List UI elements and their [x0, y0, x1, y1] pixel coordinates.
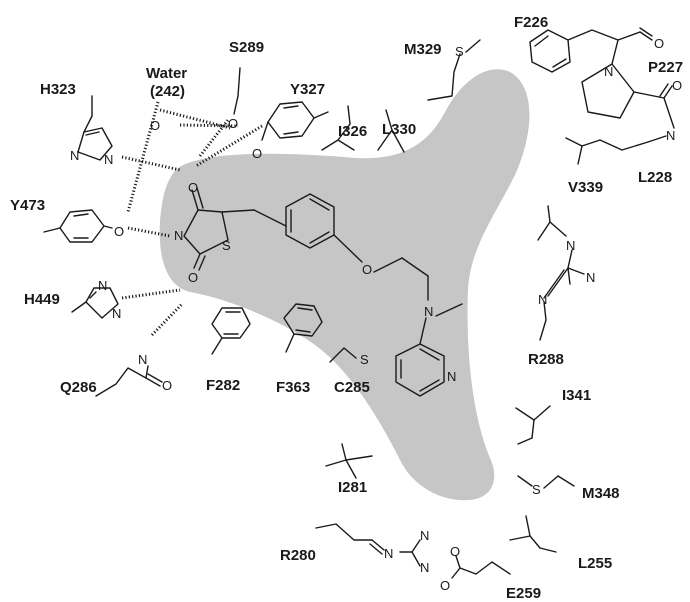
label-f226: F226	[514, 14, 548, 31]
label-l330: L330	[382, 121, 416, 138]
i326-sidechain	[321, 105, 355, 151]
label-h323: H323	[40, 81, 76, 98]
label-f363: F363	[276, 379, 310, 396]
i341-sidechain	[515, 405, 551, 445]
s289-sidechain: O	[228, 67, 241, 131]
hydrogen-bonds	[121, 101, 263, 337]
label-l255: L255	[578, 555, 612, 572]
atom-n-l228: N	[666, 128, 675, 143]
atom-n-r288-2: N	[566, 238, 575, 253]
binding-pocket	[159, 69, 530, 501]
atom-o-s289: O	[228, 116, 238, 131]
atom-o-ether: O	[362, 262, 372, 277]
f363-sidechain	[283, 303, 323, 353]
atom-n-r280-3: N	[420, 560, 429, 575]
label-y473: Y473	[10, 197, 45, 214]
q286-sidechain: N O	[95, 352, 172, 397]
l330-sidechain	[377, 109, 405, 153]
label-m348: M348	[582, 485, 620, 502]
atom-n-r280-2: N	[420, 528, 429, 543]
y327-sidechain: O	[252, 101, 329, 161]
atom-o-water: O	[150, 118, 160, 133]
label-water-number: (242)	[150, 83, 185, 100]
atom-n-h449-1: N	[98, 278, 107, 293]
residue-labels: H323 Water (242) S289 Y327 I326 L330 M32…	[10, 14, 683, 602]
atom-o-y473: O	[114, 224, 124, 239]
i281-sidechain	[325, 443, 373, 479]
label-water: Water	[146, 65, 187, 82]
label-i326: I326	[338, 123, 367, 140]
atom-n-r280-1: N	[384, 546, 393, 561]
f282-sidechain	[211, 307, 251, 355]
m348-sidechain: S	[517, 475, 575, 497]
label-i341: I341	[562, 387, 591, 404]
atom-n-h323-2: N	[104, 152, 113, 167]
m329-sidechain: S	[427, 39, 481, 101]
ligand-rosiglitazone: O N O S O N N	[174, 180, 463, 397]
label-i281: I281	[338, 479, 367, 496]
atom-n-r288-1: N	[538, 292, 547, 307]
atom-o-q286: O	[162, 378, 172, 393]
atom-n-pyridine: N	[447, 369, 456, 384]
atom-o-f226: O	[654, 36, 664, 51]
label-p227: P227	[648, 59, 683, 76]
atom-s-tzd: S	[222, 238, 231, 253]
atom-o-carbonyl-2: O	[188, 270, 198, 285]
label-q286: Q286	[60, 379, 97, 396]
h449-sidechain: N N	[71, 278, 121, 321]
label-s289: S289	[229, 39, 264, 56]
atom-o-e259-1: O	[450, 544, 460, 559]
v339-sidechain	[537, 205, 567, 241]
y473-sidechain: O	[43, 209, 124, 243]
label-f282: F282	[206, 377, 240, 394]
atom-s-m348: S	[532, 482, 541, 497]
r288-sidechain: N N N	[538, 238, 595, 341]
label-l228: L228	[638, 169, 672, 186]
f226-p227-sidechains: O N O N	[529, 27, 682, 143]
atom-n-tzd: N	[174, 228, 183, 243]
atom-n-h449-2: N	[112, 306, 121, 321]
atom-n-r288-3: N	[586, 270, 595, 285]
atom-n-amine: N	[424, 304, 433, 319]
label-r280: R280	[280, 547, 316, 564]
l228-sidechain	[565, 137, 649, 165]
atom-n-h323-1: N	[70, 148, 79, 163]
atom-o-p227: O	[672, 78, 682, 93]
h323-sidechain: N N	[70, 95, 113, 167]
label-c285: C285	[334, 379, 370, 396]
atom-o-e259-2: O	[440, 578, 450, 593]
label-h449: H449	[24, 291, 60, 308]
atom-n-p227: N	[604, 64, 613, 79]
atom-n-q286: N	[138, 352, 147, 367]
c285-sidechain: S	[329, 347, 369, 367]
r280-sidechain: N N N	[315, 523, 429, 575]
atom-o-carbonyl-1: O	[188, 180, 198, 195]
l255-sidechain	[509, 515, 557, 553]
label-y327: Y327	[290, 81, 325, 98]
label-m329: M329	[404, 41, 442, 58]
label-e259: E259	[506, 585, 541, 602]
e259-sidechain: O O	[440, 544, 511, 593]
atom-s-m329: S	[455, 44, 464, 59]
label-r288: R288	[528, 351, 564, 368]
atom-o-y327: O	[252, 146, 262, 161]
atom-s-c285: S	[360, 352, 369, 367]
label-v339: V339	[568, 179, 603, 196]
